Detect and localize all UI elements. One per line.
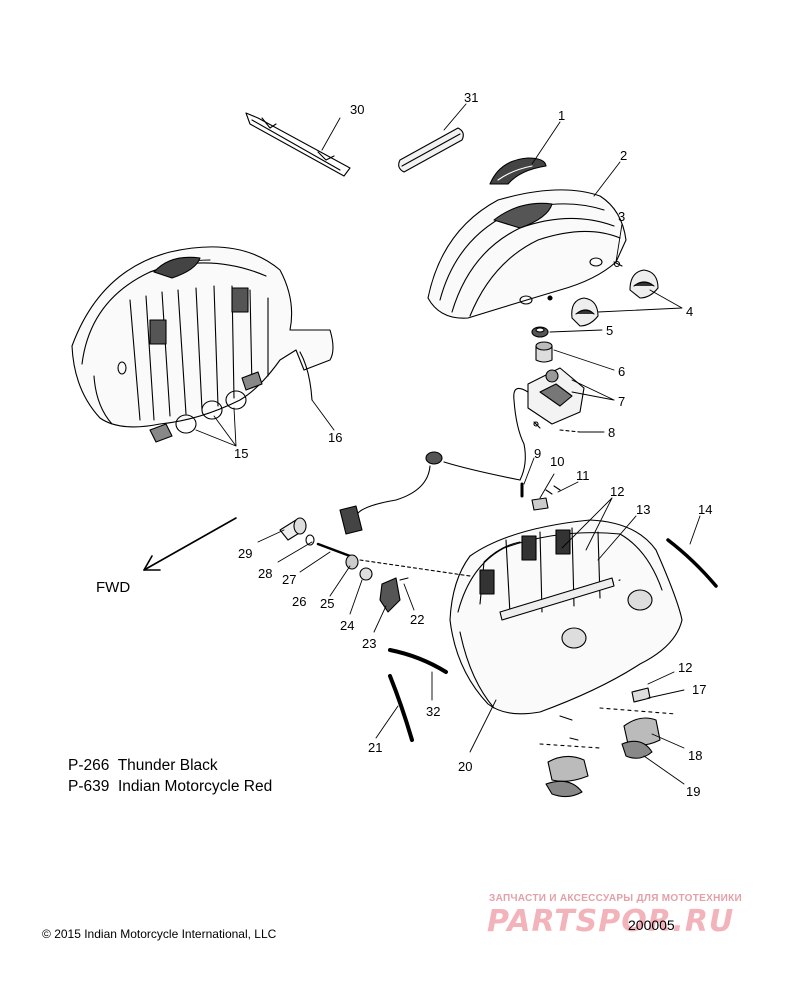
part-10-bracket (531, 497, 549, 511)
part-20-bag-body (449, 519, 683, 715)
callout-3: 3 (618, 209, 625, 224)
part-4-latch-cups (571, 269, 659, 327)
callout-24: 24 (340, 618, 354, 633)
forward-arrow (143, 517, 237, 571)
callout-15: 15 (234, 446, 248, 461)
callout-22: 22 (410, 612, 424, 627)
part-6-cylinder (535, 341, 553, 363)
diagram-code: 200005 (628, 917, 675, 933)
part-25-washer (359, 567, 373, 581)
part-11-screws (545, 485, 561, 495)
callout-11: 11 (576, 468, 590, 483)
callout-6: 6 (618, 364, 625, 379)
part-30-strip (245, 112, 351, 177)
part-22-screw (399, 577, 409, 581)
callout-1: 1 (558, 108, 565, 123)
callout-8: 8 (608, 425, 615, 440)
watermark-brand: PARTSPOR.RU (487, 904, 735, 939)
copyright-text: 2015 Indian Motorcycle International, LL… (54, 927, 277, 941)
callout-31: 31 (464, 90, 478, 105)
part-26-sleeve (345, 554, 359, 570)
callout-13: 13 (636, 502, 650, 517)
callout-labels: 1 2 3 4 5 6 7 8 9 10 11 12 13 14 15 16 1… (96, 90, 712, 799)
callout-27: 27 (282, 572, 296, 587)
part-18-foot (547, 717, 661, 782)
callout-30: 30 (350, 102, 364, 117)
callout-14: 14 (698, 502, 712, 517)
callout-23: 23 (362, 636, 376, 651)
part-21-trim (388, 674, 414, 742)
part-23-hinge (379, 577, 401, 613)
part-5-nut (531, 326, 549, 338)
part-32-trim (388, 648, 448, 674)
watermark-tagline: ЗАПЧАСТИ И АКСЕССУАРЫ ДЛЯ МОТОТЕХНИКИ (489, 893, 742, 904)
leader-lines (195, 103, 701, 785)
copyright-symbol: © (42, 927, 51, 941)
callout-7: 7 (618, 394, 625, 409)
callout-29: 29 (238, 546, 252, 561)
part-15-loops (175, 390, 247, 434)
part-31-tube (398, 127, 464, 173)
wire-harness (339, 451, 521, 535)
part-29-bushing (279, 517, 307, 541)
part-14-strip (666, 538, 718, 588)
callout-18: 18 (688, 748, 702, 763)
callout-26: 26 (292, 594, 306, 609)
callout-16: 16 (328, 430, 342, 445)
part-3-screw (613, 260, 623, 268)
callout-21: 21 (368, 740, 382, 755)
rear-view-bag (71, 246, 334, 443)
part-17-plate (631, 687, 651, 703)
callout-9: 9 (534, 446, 541, 461)
callout-20: 20 (458, 759, 472, 774)
callout-25: 25 (320, 596, 334, 611)
callout-4: 4 (686, 304, 693, 319)
part-27-pin (316, 542, 352, 558)
callout-17: 17 (692, 682, 706, 697)
part-1-handle (489, 157, 547, 185)
callout-12: 12 (610, 484, 624, 499)
callout-32: 32 (426, 704, 440, 719)
legend-indian-red: P-639 Indian Motorcycle Red (68, 778, 273, 795)
callout-19: 19 (686, 784, 700, 799)
callout-12-lower: 12 (678, 660, 692, 675)
part-7-latch-assembly (513, 367, 585, 481)
part-13-rail (499, 577, 615, 621)
direction-label: FWD (96, 579, 130, 596)
part-28-washer (305, 534, 315, 546)
part-19-foot (545, 740, 653, 798)
part-2-lid (427, 189, 627, 319)
callout-28: 28 (258, 566, 272, 581)
callout-2: 2 (620, 148, 627, 163)
copyright: © 2015 Indian Motorcycle International, … (42, 927, 276, 941)
callout-10: 10 (550, 454, 564, 469)
part-8-screws (533, 421, 581, 433)
legend-thunder-black: P-266 Thunder Black (68, 757, 218, 774)
callout-5: 5 (606, 323, 613, 338)
